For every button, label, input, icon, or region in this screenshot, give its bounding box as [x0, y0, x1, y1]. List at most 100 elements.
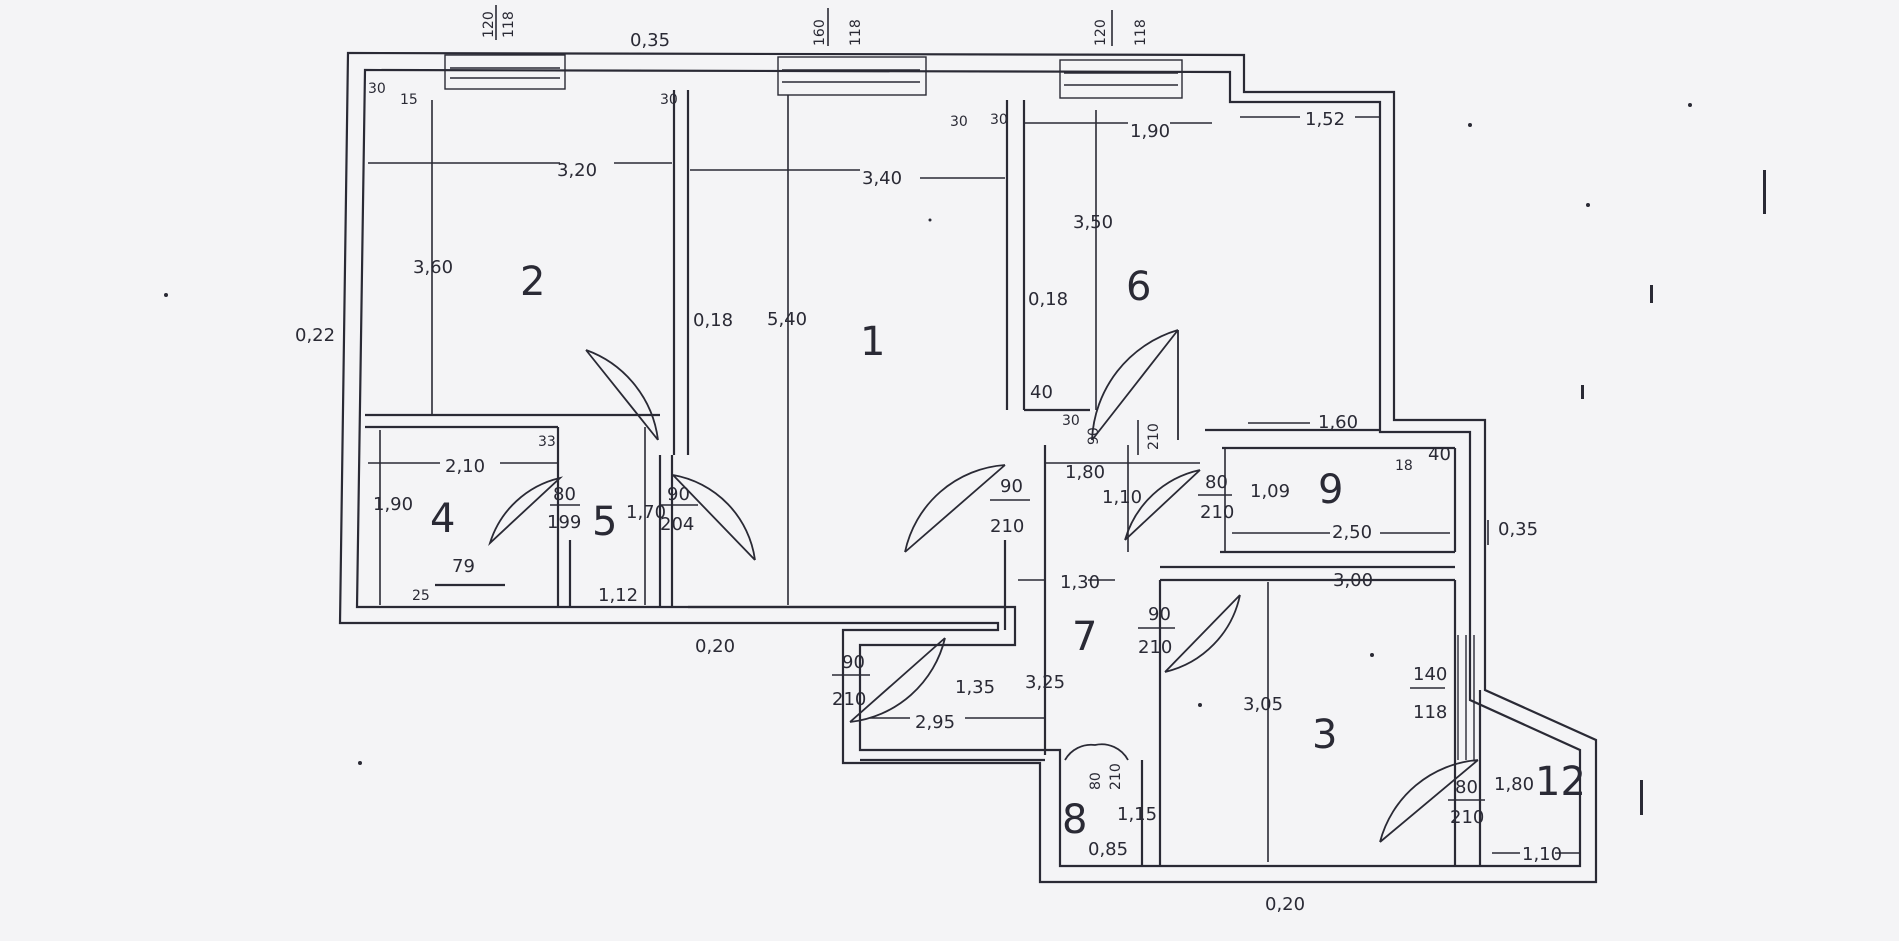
- svg-text:118: 118: [1413, 702, 1447, 723]
- door-size: 140 118: [1410, 664, 1447, 723]
- svg-text:80: 80: [553, 484, 576, 505]
- room-number: 1: [860, 319, 885, 365]
- door-12: [1379, 759, 1479, 843]
- dimension-label: 1,09: [1250, 481, 1290, 502]
- dimension-label: 3,50: [1073, 212, 1113, 233]
- dimension-label: 1,10: [1102, 487, 1142, 508]
- dimension-label: 3,25: [1025, 672, 1065, 693]
- door-size: 90 210: [1138, 604, 1175, 658]
- dimension-label: 1,15: [1117, 804, 1157, 825]
- window-dim-bottom: 118: [848, 19, 864, 46]
- dimension-label: 0,35: [1498, 519, 1538, 540]
- dimension-lines: [368, 95, 1580, 862]
- room-numbers: 1 2 3 4 5 6 7 8 9 12: [430, 259, 1586, 843]
- svg-text:90: 90: [842, 652, 865, 673]
- dimension-label: 3,20: [557, 160, 597, 181]
- dimension-label: 3,40: [862, 168, 902, 189]
- svg-text:210: 210: [1108, 763, 1124, 790]
- dimension-label: 1,30: [1060, 572, 1100, 593]
- svg-text:210: 210: [1200, 502, 1234, 523]
- door-5-2: [585, 349, 659, 441]
- door-size: 80 210: [1198, 472, 1234, 523]
- door-size: 90 210: [832, 652, 870, 710]
- dimension-label: 30: [990, 112, 1008, 128]
- door-size: 80 210: [1448, 777, 1485, 828]
- window-dim-bottom: 118: [501, 11, 517, 38]
- dimension-label: 1,70: [626, 502, 666, 523]
- svg-text:210: 210: [1146, 423, 1162, 450]
- dimension-label: 30: [1062, 413, 1080, 429]
- dimension-label: 30: [368, 81, 386, 97]
- dimension-label: 15: [400, 92, 418, 108]
- window-dim-top: 120: [481, 11, 497, 38]
- dimension-label: 1,80: [1065, 462, 1105, 483]
- room-number: 12: [1535, 759, 1586, 805]
- dimension-label: 3,60: [413, 257, 453, 278]
- door-8: [1064, 743, 1129, 761]
- door-5-4: [488, 476, 564, 546]
- dimension-label: 18: [1395, 458, 1413, 474]
- dimension-label: 40: [1428, 444, 1451, 465]
- svg-text:140: 140: [1413, 664, 1447, 685]
- window-room3: [1457, 635, 1475, 760]
- room-number: 7: [1072, 614, 1097, 660]
- room-number: 4: [430, 496, 455, 542]
- door-entrance: [849, 637, 946, 723]
- svg-text:80: 80: [1205, 472, 1228, 493]
- inner-wall: [355, 68, 1582, 868]
- dimension-label: 79: [452, 556, 475, 577]
- dimension-label: 0,20: [1265, 894, 1305, 915]
- dimension-label: 1,52: [1305, 109, 1345, 130]
- room-number: 2: [520, 259, 545, 305]
- dimension-label: 0,35: [630, 30, 670, 51]
- dimension-label: 33: [538, 434, 556, 450]
- dimension-label: 1,90: [1130, 121, 1170, 142]
- door-size: 80 210: [1088, 763, 1124, 790]
- doors: [488, 329, 1479, 843]
- svg-text:204: 204: [660, 514, 694, 535]
- svg-text:210: 210: [1138, 637, 1172, 658]
- dimension-label: 40: [1030, 382, 1053, 403]
- window-room1: [777, 56, 927, 96]
- window-dim-top: 160: [812, 19, 828, 46]
- scan-noise: [164, 103, 1766, 815]
- room-number: 5: [592, 499, 617, 545]
- dimension-label: 5,40: [767, 309, 807, 330]
- dimension-label: 0,85: [1088, 839, 1128, 860]
- svg-text:90: 90: [1000, 476, 1023, 497]
- svg-text:90: 90: [1086, 427, 1102, 445]
- svg-text:80: 80: [1455, 777, 1478, 798]
- dimension-label: 0,18: [1028, 289, 1068, 310]
- door-sizes: 80 199 90 204 90 210 90 210 80 210 90 21…: [547, 420, 1485, 828]
- dimension-label: 25: [412, 588, 430, 604]
- dimension-label: 2,95: [915, 712, 955, 733]
- dimension-label: 1,60: [1318, 412, 1358, 433]
- dimension-label: 1,80: [1494, 774, 1534, 795]
- window-room2: [444, 54, 566, 90]
- window-dim-bottom: 118: [1133, 19, 1149, 46]
- dimension-label: 3,00: [1333, 570, 1373, 591]
- svg-text:210: 210: [832, 689, 866, 710]
- door-9: [1124, 469, 1201, 541]
- door-7-1: [904, 464, 1006, 553]
- room-number: 9: [1318, 467, 1343, 513]
- svg-text:210: 210: [1450, 807, 1484, 828]
- window-dims: 120 118 160 118 120 118: [481, 5, 1149, 46]
- door-size: 80 199: [547, 484, 581, 533]
- room-number: 3: [1312, 712, 1337, 758]
- dimension-label: 1,10: [1522, 844, 1562, 865]
- dimension-label: 0,22: [295, 325, 335, 346]
- door-3: [1164, 594, 1241, 673]
- dimension-label: 1,12: [598, 585, 638, 606]
- walls: [338, 51, 1598, 884]
- outer-wall: [338, 51, 1598, 884]
- svg-text:90: 90: [667, 484, 690, 505]
- dimension-label: 2,50: [1332, 522, 1372, 543]
- window-dim-top: 120: [1093, 19, 1109, 46]
- dimension-label: 0,20: [695, 636, 735, 657]
- dimension-label: 1,90: [373, 494, 413, 515]
- dimension-label: 0,18: [693, 310, 733, 331]
- door-6: [1091, 329, 1179, 441]
- window-room6: [1059, 59, 1183, 99]
- dimension-label: 30: [950, 114, 968, 130]
